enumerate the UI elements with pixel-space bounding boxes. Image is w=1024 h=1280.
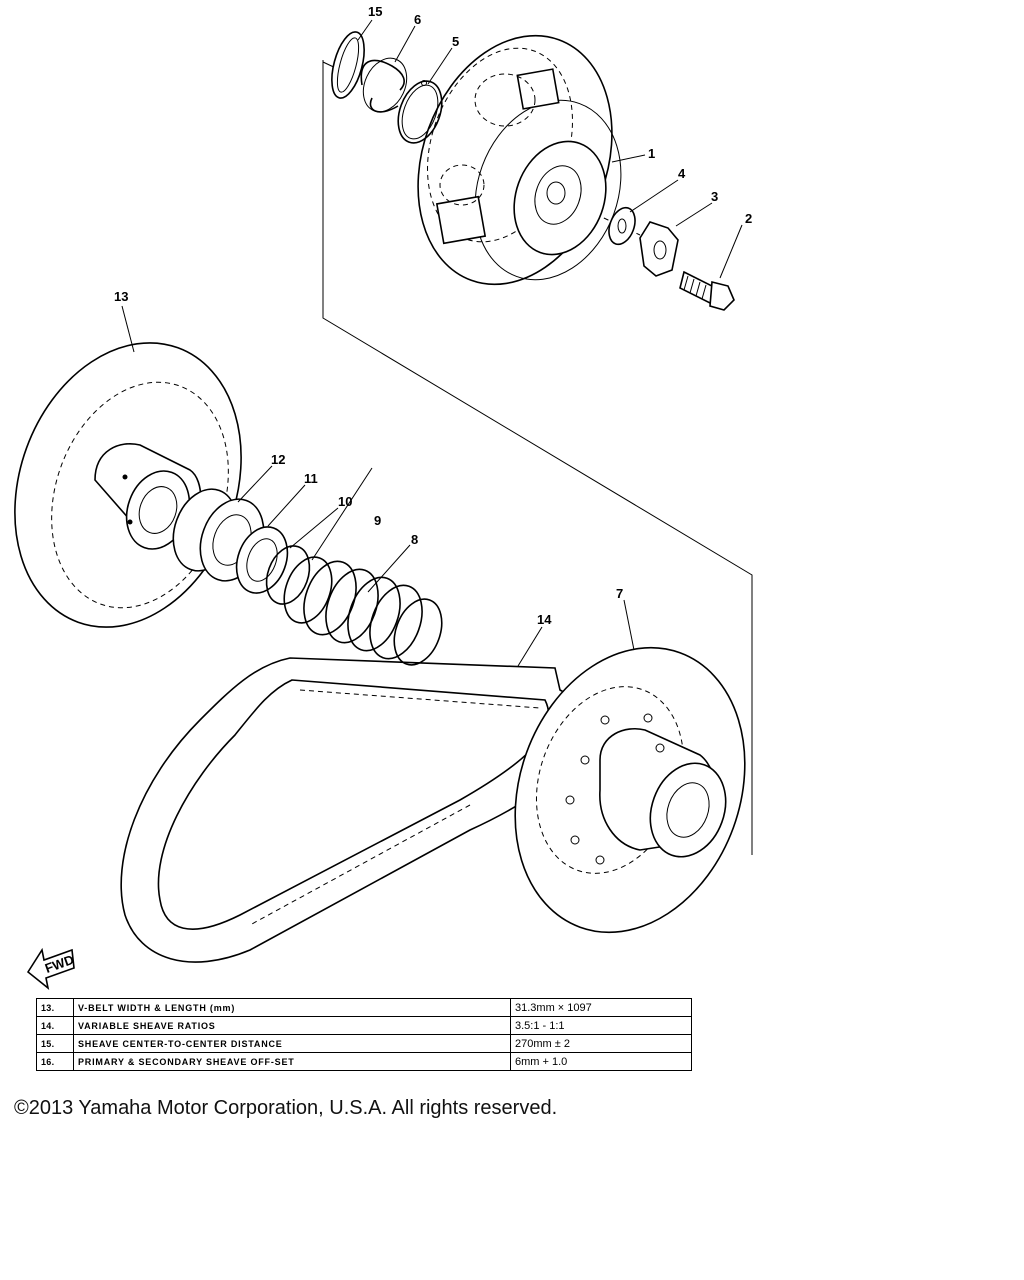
row-number: 13. bbox=[36, 998, 74, 1017]
spring-seat-part-10 bbox=[265, 545, 311, 605]
spring-part-8 bbox=[303, 560, 443, 666]
table-row: 15. SHEAVE CENTER-TO-CENTER DISTANCE 270… bbox=[36, 1034, 692, 1053]
shim-part-15 bbox=[331, 31, 365, 99]
exploded-parts-diagram: FWD 15 6 5 1 4 3 2 13 12 11 10 9 8 14 7 bbox=[14, 4, 753, 990]
row-description: VARIABLE SHEAVE RATIOS bbox=[73, 1016, 511, 1035]
collar-part-11 bbox=[235, 526, 289, 594]
row-value: 3.5:1 - 1:1 bbox=[510, 1016, 692, 1035]
table-row: 14. VARIABLE SHEAVE RATIOS 3.5:1 - 1:1 bbox=[36, 1016, 692, 1035]
row-description: PRIMARY & SECONDARY SHEAVE OFF-SET bbox=[73, 1052, 511, 1071]
spec-table: 13. V-BELT WIDTH & LENGTH (mm) 31.3mm × … bbox=[36, 998, 692, 1071]
callout-12: 12 bbox=[271, 452, 285, 467]
bolt-part-2 bbox=[679, 270, 735, 311]
callout-5: 5 bbox=[452, 34, 459, 49]
row-description: SHEAVE CENTER-TO-CENTER DISTANCE bbox=[73, 1034, 511, 1053]
washer-part-4 bbox=[608, 206, 636, 246]
primary-sheave-part-1 bbox=[417, 34, 622, 286]
callout-8: 8 bbox=[411, 532, 418, 547]
callout-1: 1 bbox=[648, 146, 655, 161]
callout-3: 3 bbox=[711, 189, 718, 204]
callout-10: 10 bbox=[338, 494, 352, 509]
callout-4: 4 bbox=[678, 166, 686, 181]
lock-washer-part-3 bbox=[639, 221, 679, 277]
circlip-part-5 bbox=[397, 80, 443, 144]
row-value: 270mm ± 2 bbox=[510, 1034, 692, 1053]
callout-15: 15 bbox=[368, 4, 382, 19]
copyright-notice: ©2013 Yamaha Motor Corporation, U.S.A. A… bbox=[14, 1097, 558, 1119]
callout-13: 13 bbox=[114, 289, 128, 304]
callout-9: 9 bbox=[374, 513, 381, 528]
callout-7: 7 bbox=[616, 586, 623, 601]
table-row: 13. V-BELT WIDTH & LENGTH (mm) 31.3mm × … bbox=[36, 998, 692, 1017]
ring-part-9 bbox=[283, 556, 333, 624]
row-number: 14. bbox=[36, 1016, 74, 1035]
row-value: 6mm + 1.0 bbox=[510, 1052, 692, 1071]
fwd-arrow-icon: FWD bbox=[26, 947, 76, 990]
row-number: 15. bbox=[36, 1034, 74, 1053]
sheave-part-7 bbox=[514, 646, 746, 934]
row-description: V-BELT WIDTH & LENGTH (mm) bbox=[73, 998, 511, 1017]
callout-11: 11 bbox=[304, 471, 318, 486]
sheave-half-part-13 bbox=[14, 342, 242, 628]
row-value: 31.3mm × 1097 bbox=[510, 998, 692, 1017]
table-row: 16. PRIMARY & SECONDARY SHEAVE OFF-SET 6… bbox=[36, 1052, 692, 1071]
callout-14: 14 bbox=[537, 612, 552, 627]
split-collar-part-6 bbox=[360, 57, 408, 113]
callout-6: 6 bbox=[414, 12, 421, 27]
callout-leaders bbox=[121, 19, 743, 667]
callout-2: 2 bbox=[745, 211, 752, 226]
row-number: 16. bbox=[36, 1052, 74, 1071]
